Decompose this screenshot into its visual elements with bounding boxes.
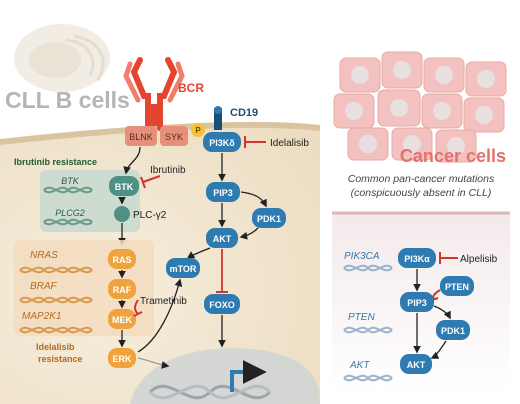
idelalisib-label: Idelalisib — [270, 138, 309, 149]
cancer-panel-title: Cancer cells — [400, 146, 506, 166]
syk-node — [160, 126, 188, 146]
ibrutinib-inhibition — [142, 175, 161, 183]
akt-node — [206, 228, 238, 248]
ibrutinib-label: Ibrutinib — [150, 165, 186, 176]
arrow-erk-nucleus — [137, 357, 170, 369]
raf-node — [108, 279, 136, 299]
pi3kd-label: PI3Kδ — [209, 138, 235, 148]
mtor-node — [166, 258, 200, 278]
dna-icon-plcg2 — [43, 218, 93, 226]
arrow-akt-mtor — [186, 247, 211, 259]
dna-icon-braf — [19, 296, 93, 304]
erk-node — [108, 348, 136, 368]
cll-panel: CLL B cells BCR BLNK SYK P CD19 PI3Kδ Id… — [0, 24, 321, 404]
dna-icon-map2k1 — [19, 326, 93, 334]
arrow-cc-pip3-pdk1 — [433, 305, 451, 320]
braf-gene-label: BRAF — [30, 281, 58, 292]
cll-panel-title: CLL B cells — [5, 87, 130, 113]
arrow-pip3-pdk1 — [240, 191, 267, 208]
pi3ka-node — [398, 248, 436, 268]
trametinib-label: Trametinib — [140, 296, 187, 307]
cc-akt-label: AKT — [407, 360, 426, 370]
cc-pdk1-node — [436, 320, 470, 340]
ibrutinib-resistance-label: Ibrutinib resistance — [14, 157, 97, 167]
pten-label: PTEN — [445, 282, 469, 292]
trametinib-bar — [133, 311, 143, 317]
pten-node — [440, 276, 474, 296]
trametinib-inhibition — [134, 299, 139, 315]
pip3-label: PIP3 — [213, 188, 233, 198]
cc-pip3-label: PIP3 — [407, 298, 427, 308]
pdk1-label: PDK1 — [257, 214, 281, 224]
pik3ca-gene-label: PIK3CA — [344, 251, 380, 262]
btk-label: BTK — [115, 182, 134, 192]
dna-icon-btk — [43, 186, 93, 194]
cd19-label: CD19 — [230, 107, 258, 119]
dna-icon-pten — [343, 326, 393, 334]
akt-gene-label: AKT — [349, 360, 370, 371]
cc-pdk1-label: PDK1 — [441, 326, 465, 336]
phosphate-label: P — [195, 126, 201, 135]
syk-label: SYK — [165, 132, 183, 142]
cancer-panel-subtitle-1: Common pan-cancer mutations — [348, 173, 495, 185]
transcription-arrow-icon — [230, 360, 267, 392]
bcr-label: BCR — [178, 81, 204, 95]
alpelisib-label: Alpelisib — [460, 254, 498, 265]
foxo-label: FOXO — [209, 300, 235, 310]
plcg2-label: PLC-γ2 — [133, 210, 167, 221]
idelalisib-resistance-line1: Idelalisib — [36, 342, 75, 352]
cancer-panel: Cancer cells Common pan-cancer mutations… — [322, 0, 520, 404]
dna-icon-akt — [343, 374, 393, 382]
cc-akt-node — [400, 354, 432, 374]
nras-gene-label: NRAS — [30, 250, 58, 261]
dna-helix-nucleus-strand2 — [148, 384, 272, 400]
raf-label: RAF — [113, 285, 132, 295]
cd19-cap — [214, 106, 222, 114]
btk-node — [109, 176, 139, 196]
pi3ka-label: PI3Kα — [404, 254, 430, 264]
btk-gene-label: BTK — [61, 176, 80, 186]
cancer-cell-cluster-icon — [333, 51, 507, 163]
foxo-node — [204, 294, 240, 314]
erk-label: ERK — [112, 354, 132, 364]
idelalisib-resistance-line2: resistance — [38, 354, 83, 364]
mtor-label: mTOR — [170, 264, 197, 274]
mek-label: MEK — [112, 315, 133, 325]
map2k1-gene-label: MAP2K1 — [22, 311, 61, 322]
dna-icon-pik3ca — [343, 264, 393, 272]
cd19-receptor-icon — [214, 108, 222, 130]
blnk-node — [125, 126, 157, 146]
arrow-cc-pdk1-akt — [430, 340, 447, 359]
plcg2-gene-label: PLCG2 — [55, 208, 85, 218]
bcr-receptor-icon — [123, 57, 185, 131]
ras-node — [108, 249, 136, 269]
pten-gene-label: PTEN — [348, 312, 375, 323]
arrow-erk-mtor — [137, 278, 183, 353]
ras-label: RAS — [112, 255, 131, 265]
pi3kd-node — [203, 132, 241, 152]
phosphate-icon — [191, 123, 205, 137]
cancer-panel-subtitle-2: (conspicuously absent in CLL) — [351, 187, 492, 199]
akt-label: AKT — [213, 234, 232, 244]
pdk1-node — [252, 208, 286, 228]
b-cell-icon — [14, 24, 110, 92]
arrow-pdk1-akt — [239, 227, 259, 240]
plcg2-node — [114, 206, 130, 222]
ibrutinib-bar — [140, 176, 146, 189]
arrow-blnk-btk — [123, 146, 141, 175]
blnk-label: BLNK — [129, 132, 153, 142]
dna-icon-nras — [19, 266, 93, 274]
cc-pip3-node — [400, 292, 434, 312]
mek-node — [108, 309, 136, 329]
pip3-node — [206, 182, 240, 202]
